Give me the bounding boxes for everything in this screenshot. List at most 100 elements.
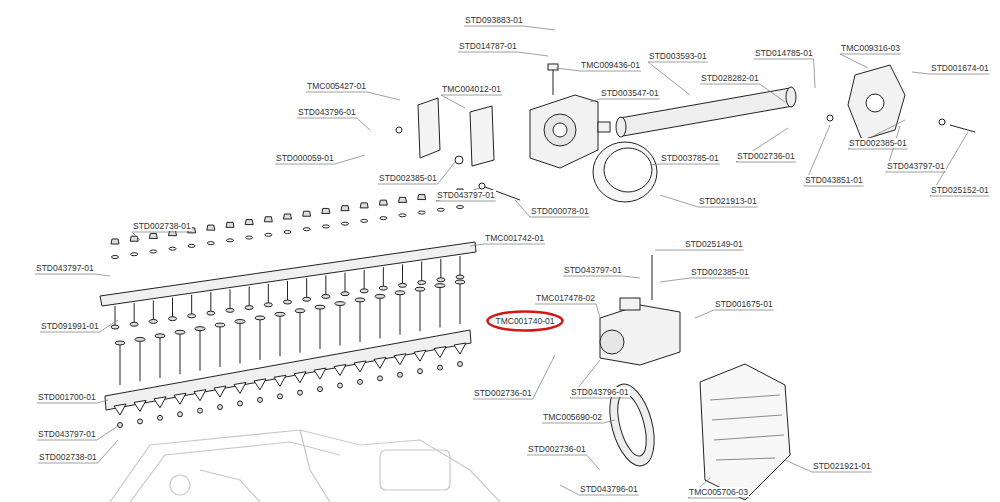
bolt-head [115,341,125,345]
knife-tooth [114,404,126,415]
bolt-head [215,323,225,327]
leader-line [97,400,108,403]
leader-line [335,155,365,164]
knife-tooth [314,368,326,379]
bolt-head [355,298,365,302]
label-underline [535,304,596,305]
leader-line [760,84,785,102]
bolt-head [195,327,205,331]
nut [111,239,119,244]
carriage-bolt [400,295,401,335]
knife-tooth [294,372,306,383]
label-underline [38,463,98,464]
washer [227,239,234,242]
part-number: STD001674-01 [930,63,990,73]
label-underline [930,196,990,197]
label-underline [930,74,990,75]
nut [418,195,426,200]
washer [322,225,329,228]
nut [198,408,203,413]
bolt-head [322,294,330,298]
leader-line [695,310,714,318]
label-underline [527,455,587,456]
leader-line [814,59,815,88]
nut [398,372,403,377]
nut [298,390,303,395]
leader-line [590,99,600,102]
bolt-head [456,275,464,279]
bolt-head [175,330,185,334]
bolt [249,287,250,307]
nut [258,397,263,402]
part-number: STD002385-01 [378,173,438,183]
bolt-head [375,294,385,298]
bolt-head [295,309,305,313]
part-number: STD003547-01 [600,88,660,98]
leader-line [560,485,579,495]
washer [457,206,464,209]
bolt-head [455,280,465,284]
carriage-bolt [120,345,121,385]
part-number: TMC005706-03 [688,487,749,497]
leader-line [97,426,118,440]
label-underline [600,99,660,100]
label-underline [306,92,367,93]
label-underline [579,495,639,496]
part-number: STD025149-01 [684,239,744,249]
bolt-head [135,337,145,341]
nut [238,401,243,406]
leader-line [441,95,465,108]
carriage-bolt [160,338,161,378]
carriage-bolt [360,302,361,342]
washer [437,208,444,211]
part-number: TMC017478-02 [535,293,596,303]
part-number: TMC009316-03 [840,43,901,53]
bolt-head [341,292,349,296]
label-underline [473,399,533,400]
part-number: STD043796-01 [579,484,639,494]
part-number: STD021921-01 [812,461,872,471]
bolt-head [303,297,311,301]
washer [188,244,195,247]
label-underline [40,332,100,333]
washer [284,231,291,234]
carriage-bolt [320,309,321,349]
bolt-head [264,303,272,307]
top-gearbox [530,64,610,168]
part-number: STD043796-01 [297,107,357,117]
label-underline [542,423,603,424]
part-number: STD002736-01 [473,388,533,398]
label-underline [648,62,708,63]
label-underline [464,26,524,27]
nut [138,419,143,424]
carriage-bolt [440,288,441,328]
bolt-head [418,281,426,285]
leader-line [438,162,455,184]
leader-line [603,420,615,423]
label-underline [848,149,908,150]
washer [150,250,157,253]
washer [265,233,272,236]
nut [322,208,330,213]
nut [458,362,463,367]
bolt-head [315,305,325,309]
part-number: STD014787-01 [458,41,518,51]
nut [178,412,183,417]
knife-tooth [334,365,346,376]
leader-line [100,320,118,332]
part-number: TMC009436-01 [580,60,641,70]
knife-tooth [234,382,246,393]
label-underline [570,398,630,399]
highlight-ellipse: TMC001740-01 [486,310,564,332]
label-underline [37,403,97,404]
washer [246,236,253,239]
nut [118,423,123,428]
part-number: STD091991-01 [40,321,100,331]
part-number: STD028282-01 [700,73,760,83]
bolt-head [188,314,196,318]
label-underline [436,201,496,202]
leader-line [840,54,868,68]
part-number: TMC005690-02 [542,412,603,422]
